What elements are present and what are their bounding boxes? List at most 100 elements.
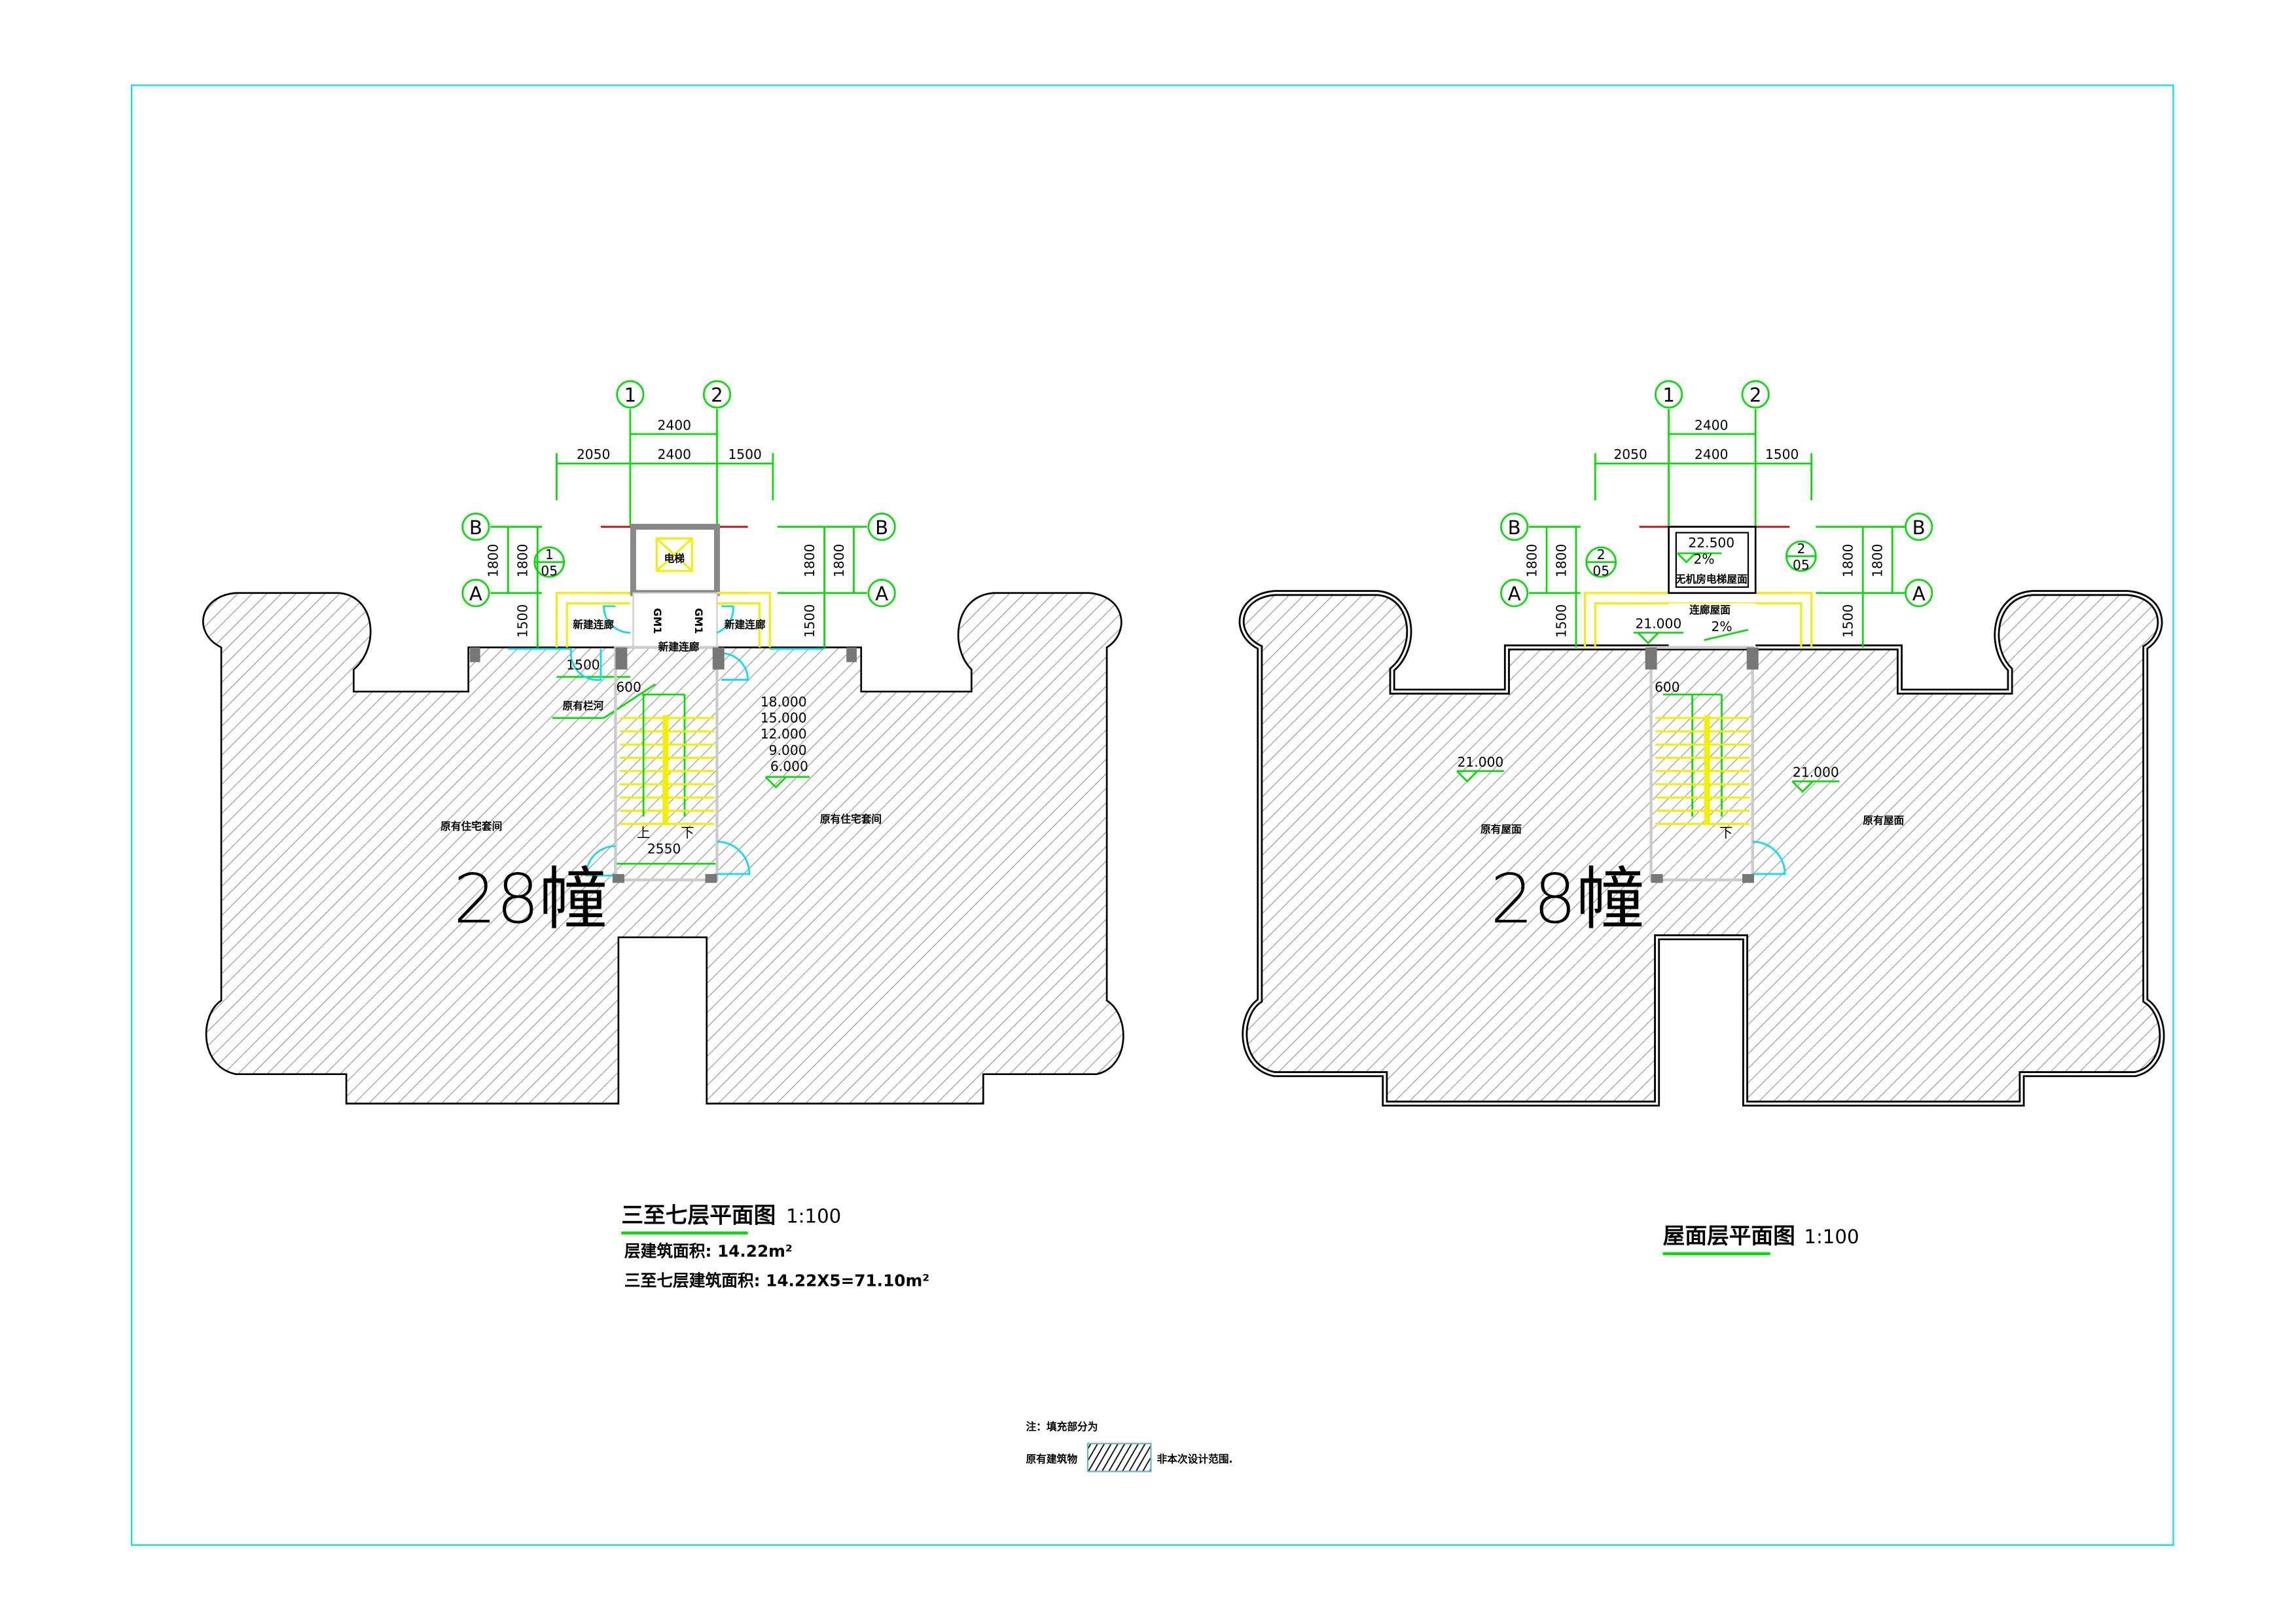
elevation-value: 9.000 [769,742,807,758]
plan-scale: 1:100 [786,1205,841,1228]
dim-text: 2400 [658,417,691,433]
roof-label: 无机房电梯屋面 [1676,573,1748,585]
roof-label: 连廊屋面 [1689,604,1731,616]
slope-arrow [1704,629,1749,641]
building-number: 28幢 [454,860,607,939]
dim-text: 1800 [486,544,501,577]
legend-note: 注：填充部分为 原有建筑物 非本次设计范围. [1026,1421,1233,1472]
elevator-label: 电梯 [664,553,685,565]
dim-text: 2400 [1695,417,1728,433]
elevator-roof-inner [1675,532,1749,588]
slope-value: 2% [1711,619,1732,634]
column [1651,874,1663,883]
axis-label-2: 2 [1749,384,1762,407]
door-swing [1752,841,1786,875]
dim-text: 1500 [566,657,600,673]
dim-text: 600 [616,679,641,695]
railing-label: 原有栏河 [563,699,604,712]
door-swing [716,605,734,634]
axis-label-a: A [469,583,482,605]
room-label: 原有住宅套间 [440,820,502,833]
dim-text: 2400 [658,447,691,462]
slope-value: 2% [1694,551,1715,567]
elevator-car [655,538,693,572]
detail-number: 2 [1597,547,1605,562]
stair-treads [1655,715,1750,826]
dim-text: 1800 [802,544,817,577]
detail-sheet: 05 [541,563,558,579]
left-title-block: 三至七层平面图 1:100 层建筑面积: 14.22m² 三至七层建筑面积: 1… [621,1203,929,1290]
sheet-frame [130,84,2174,1546]
column [615,647,628,670]
axis-label-b: B [1508,517,1521,539]
door-swing [585,845,616,877]
dim-text: 1500 [1765,447,1799,462]
dim-text: 2400 [1695,447,1728,462]
dim-text: 2550 [647,841,681,857]
column [712,647,725,670]
building-number: 28幢 [1490,860,1644,939]
elevation-value: 18.000 [761,694,807,710]
detail-number: 2 [1797,541,1805,556]
dim-text: 2050 [1613,447,1647,462]
new-corridor-walls [555,592,771,647]
door-swing [717,841,751,875]
axis-label-a-right: A [1912,583,1926,605]
grid-lines [490,409,867,865]
axis-label-b: B [469,517,482,539]
elevation-value: 21.000 [1458,754,1504,770]
door-swing [570,648,602,682]
axis-bubbles: 1 2 B A B A 2 05 2 05 [1500,380,1933,608]
elevation-mark-icon [1677,552,1722,564]
detail-sheet: 05 [1793,557,1810,573]
column [469,647,480,663]
floor-area: 层建筑面积: 14.22m² [624,1241,793,1260]
plan-scale: 1:100 [1804,1226,1859,1248]
stair-well [1649,646,1754,882]
hatch-legend-swatch [1086,1442,1152,1472]
grid-lines [1529,409,1906,817]
dim-text: 2050 [577,447,610,462]
note-text: 注：填充部分为 [1026,1421,1098,1433]
corridor-label: 新建连廊 [658,640,700,653]
roof-plan: 1 2 B A B A 2 05 2 05 2400 2050 2400 150… [1242,380,2162,1104]
dim-text: 600 [1655,679,1680,695]
axis-label-2: 2 [711,384,723,407]
dim-text: 1500 [515,604,531,638]
left-floor-plan: 1 2 B A B A 1 05 2400 2050 2400 1500 180… [202,380,1124,1104]
elevation-value: 12.000 [761,726,807,742]
elevation-value: 6.000 [770,759,808,775]
column [1742,874,1754,883]
dim-text: 1500 [728,447,761,462]
dim-text: 1800 [1524,544,1539,577]
right-title-block: 屋面层平面图 1:100 [1662,1223,1859,1256]
dimension-texts: 2400 2050 2400 1500 1800 1800 1500 1800 … [1524,417,1885,638]
stair-down-label: 下 [1719,825,1732,841]
plan-title: 屋面层平面图 [1663,1223,1795,1249]
dim-text: 1500 [1553,604,1569,638]
elevation-value: 22.500 [1688,535,1734,551]
elevation-value: 15.000 [761,710,807,726]
column [705,874,717,883]
room-label: 原有住宅套间 [820,812,882,825]
column [1746,647,1759,670]
dim-text: 1500 [802,604,817,638]
stair-treads [620,694,714,826]
dim-text: 1800 [1870,544,1886,577]
axis-bubbles: 1 2 B A B A 1 05 [461,380,896,608]
dim-text: 1800 [1553,544,1569,577]
door-tag: GM1 [692,608,705,634]
note-text: 非本次设计范围. [1157,1453,1232,1465]
dim-text: 1800 [831,544,847,577]
roof-outline [1242,593,2162,1104]
corridor-label: 新建连廊 [573,619,614,631]
axis-label-b-right: B [1912,517,1926,539]
elevation-mark-icon [1633,632,1684,645]
door-tag: GM1 [651,608,664,634]
axis-label-a: A [1508,583,1521,605]
roof-label: 原有屋面 [1480,823,1522,835]
stair-up-label: 上 [637,825,650,841]
axis-label-a-right: A [875,583,888,605]
door-swing [721,652,749,681]
dim-text: 1500 [1840,604,1856,638]
